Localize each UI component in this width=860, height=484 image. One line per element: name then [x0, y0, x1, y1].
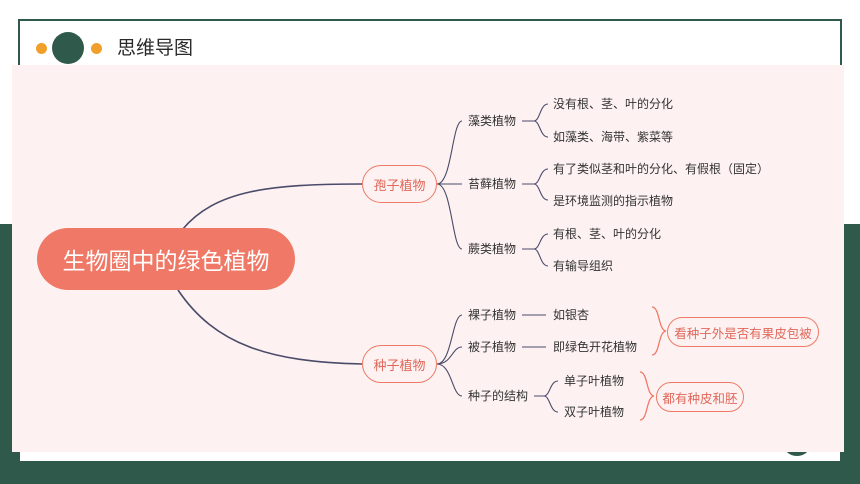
algae-trait-1: 没有根、茎、叶的分化	[553, 97, 674, 111]
algae-trait-2: 如藻类、海带、紫菜等	[553, 130, 674, 144]
spore-plants-node: 孢子植物	[362, 165, 437, 203]
gymnosperm-example: 如银杏	[553, 308, 590, 322]
orange-dot-icon	[36, 43, 47, 54]
moss-trait-1: 有了类似茎和叶的分化、有假根（固定）	[553, 162, 770, 176]
fern-trait-2: 有输导组织	[553, 259, 614, 273]
fern-trait-1: 有根、茎、叶的分化	[553, 227, 662, 241]
fern-label: 蕨类植物	[468, 242, 517, 256]
angiosperm-label: 被子植物	[468, 340, 517, 354]
angiosperm-example: 即绿色开花植物	[553, 340, 638, 354]
seed-coat-note: 都有种皮和胚	[656, 382, 744, 412]
fruit-coat-note: 看种子外是否有果皮包被	[667, 317, 819, 347]
seed-plants-node: 种子植物	[362, 345, 437, 383]
dicot-label: 双子叶植物	[564, 405, 625, 419]
algae-label: 藻类植物	[468, 114, 517, 128]
orange-dot-icon	[91, 43, 102, 54]
gymnosperm-label: 裸子植物	[468, 308, 517, 322]
moss-label: 苔藓植物	[468, 177, 517, 191]
monocot-label: 单子叶植物	[564, 374, 625, 388]
green-circle-icon	[52, 32, 84, 64]
page-title: 思维导图	[117, 37, 194, 59]
root-node: 生物圈中的绿色植物	[37, 228, 295, 290]
moss-trait-2: 是环境监测的指示植物	[553, 194, 674, 208]
seed-structure-label: 种子的结构	[468, 389, 529, 403]
